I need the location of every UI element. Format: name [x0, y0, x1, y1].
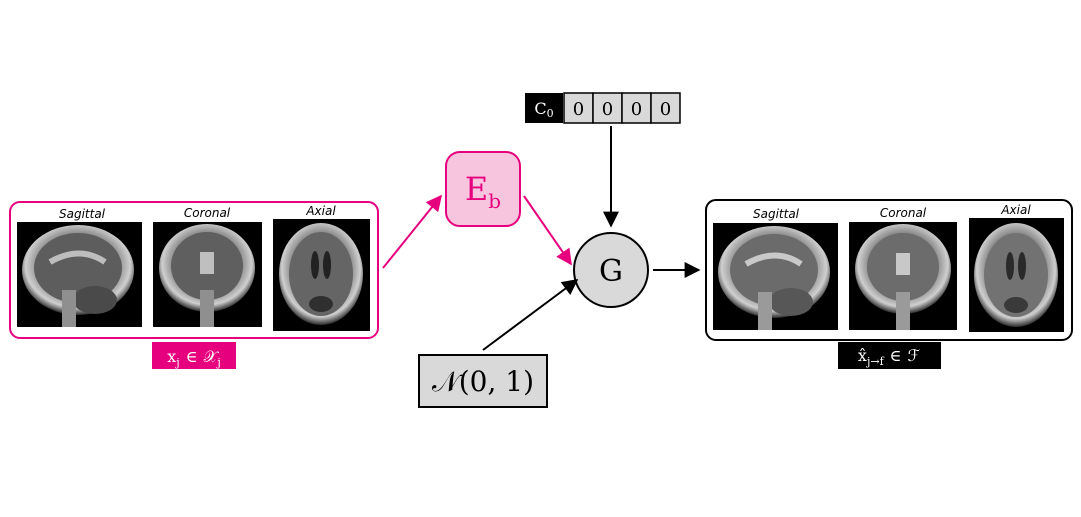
input-axial-scan: [273, 219, 370, 331]
output-sagittal-scan: [713, 223, 838, 330]
output-view-label-axial: Axial: [1000, 203, 1031, 217]
generator-circle: [573, 232, 649, 308]
generator-node: G: [573, 232, 649, 308]
encoder-box: [445, 151, 521, 227]
condition-cell: [650, 92, 681, 124]
input-coronal-scan: [153, 222, 262, 327]
connection-arrows: [382, 126, 701, 351]
condition-cell: [592, 92, 623, 124]
output-group-frame: [705, 199, 1073, 341]
output-view-label-coronal: Coronal: [880, 206, 927, 220]
noise-node: 𝒩(0, 1): [418, 354, 548, 408]
input-view-label-coronal: Coronal: [184, 206, 231, 220]
output-view-label-sagittal: Sagittal: [753, 207, 800, 221]
noise-box: [418, 354, 548, 408]
input-mri-group: Sagittal Coronal Axial: [9, 201, 379, 369]
arrow-input-to-encoder: [382, 194, 443, 269]
output-coronal-scan: [849, 222, 957, 330]
input-view-label-sagittal: Sagittal: [59, 207, 106, 221]
input-label-badge: [152, 342, 236, 369]
condition-cell: [563, 92, 594, 124]
output-mri-group: Sagittal Coronal Axial: [705, 199, 1073, 369]
arrow-encoder-to-generator: [523, 195, 572, 266]
input-view-label-axial: Axial: [305, 204, 336, 218]
encoder-label: Eb: [465, 170, 501, 213]
condition-label: C0: [534, 99, 553, 120]
input-group-frame: [9, 201, 379, 339]
arrow-noise-to-generator: [482, 279, 579, 351]
condition-cells: 0 0 0 0: [563, 92, 681, 124]
encoder-node: Eb: [445, 151, 521, 227]
condition-cell-value: 0: [602, 99, 613, 120]
output-label-badge: [838, 342, 941, 369]
condition-cell-value: 0: [631, 99, 642, 120]
condition-cell-value: 0: [573, 99, 584, 120]
noise-label: 𝒩(0, 1): [432, 365, 534, 398]
condition-vector: C0 0 0 0 0: [525, 92, 681, 124]
output-axial-scan: [969, 218, 1064, 332]
input-sagittal-scan: [17, 222, 142, 327]
condition-label-box: [525, 93, 563, 123]
condition-cell-value: 0: [660, 99, 671, 120]
output-label-text: x̂j→f∈ℱ: [858, 346, 921, 368]
generator-label: G: [599, 254, 623, 289]
input-label-text: xj∈𝒳j: [167, 347, 220, 369]
